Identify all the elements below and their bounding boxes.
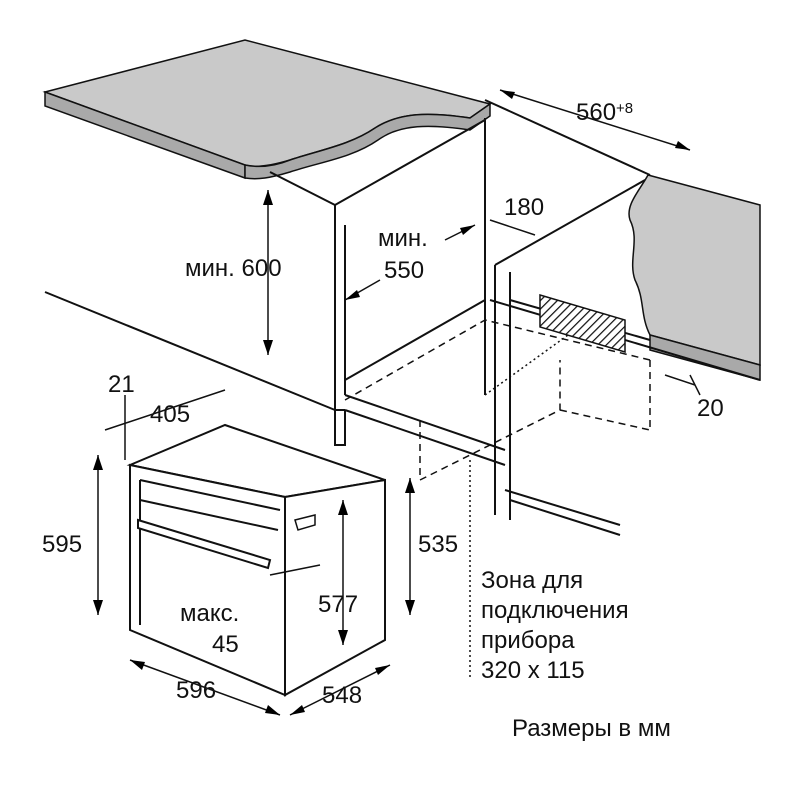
min-height-label: мин. 600 [185,255,282,282]
zone-line-4: 320 x 115 [481,657,585,684]
oven-depth-label: 548 [322,682,363,709]
right-countertop [628,174,761,381]
units-caption: Размеры в мм [512,715,671,742]
niche-dashed-outline [344,319,651,680]
niche-width-tolerance: +8 [616,100,634,117]
vent-depth-label: 180 [504,194,545,221]
oven-width-label: 596 [176,677,217,704]
front-offset-label: 21 [108,371,135,398]
side-height-label: 535 [418,531,459,558]
zone-line-1: Зона для [481,567,584,594]
niche-width-label: 560+8 [576,100,633,126]
back-gap-label: 20 [697,395,724,422]
inner-height-label: 577 [318,591,359,618]
oven-height-label: 595 [42,531,83,558]
zone-line-3: прибора [481,627,575,654]
countertop [42,39,492,180]
oven [126,423,386,697]
max-gap-value: 45 [212,631,239,658]
dimension-lines [93,89,701,716]
min-depth-value: 550 [384,257,425,284]
connection-zone-box [539,293,626,354]
niche-width-value: 560 [576,99,617,126]
top-depth-label: 405 [150,401,191,428]
zone-line-2: подключения [481,597,629,624]
min-depth-prefix: мин. [378,225,428,252]
max-gap-prefix: макс. [180,600,240,627]
connection-zone-label: Зона для подключения прибора 320 x 115 [481,566,629,686]
